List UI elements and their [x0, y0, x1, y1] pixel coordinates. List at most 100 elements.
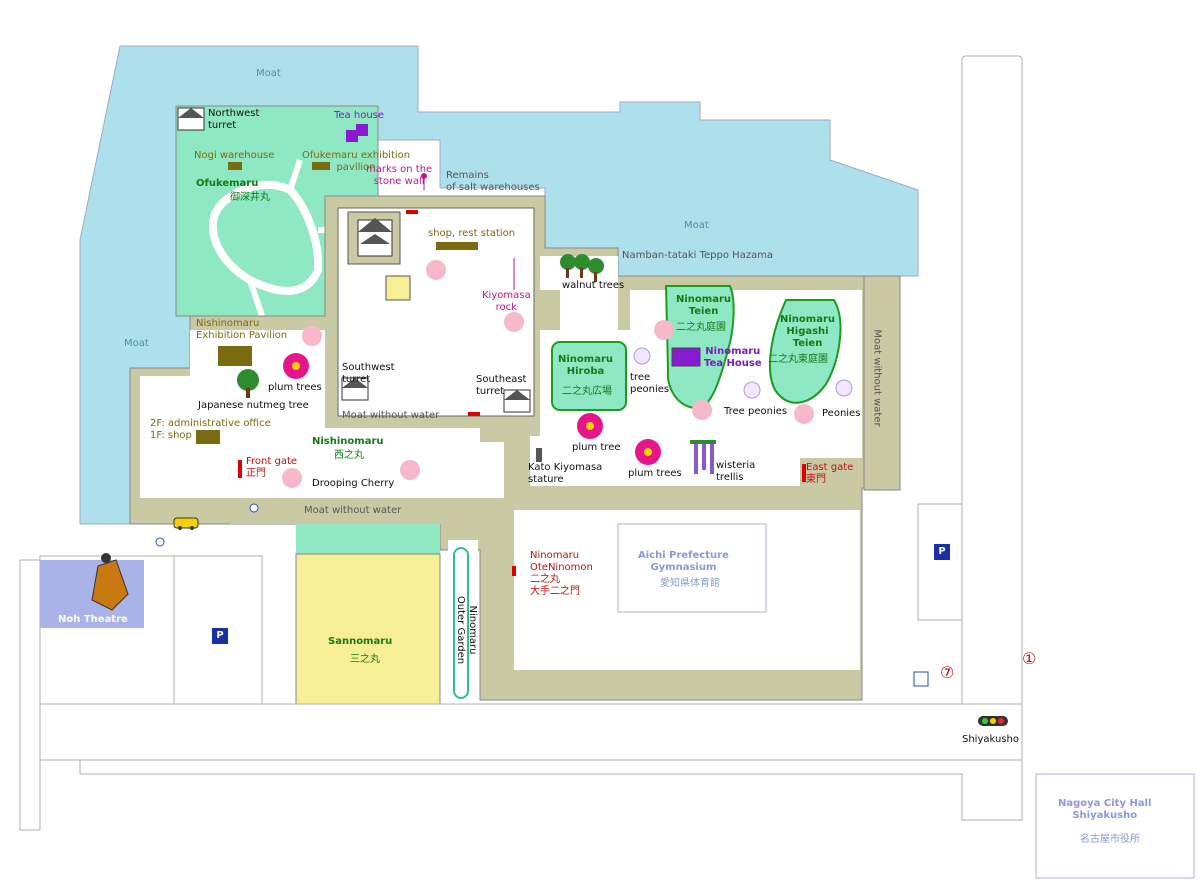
ninomaru-teien-label: Ninomaru Teien — [676, 294, 732, 317]
tree-peonies-1-label: tree peonies — [630, 372, 670, 395]
ofukemaru-pavilion-label: Ofukemaru exhibition pavilion — [302, 150, 411, 173]
east-lot — [917, 503, 963, 621]
ofukemaru-label: Ofukemaru — [196, 178, 259, 189]
ofukemaru-path — [208, 180, 323, 295]
tea-house-label: Tea house — [334, 110, 385, 121]
moat-label-inner: Moat without water — [342, 410, 440, 421]
ninomaru-higashi-jp-label: 二之丸東庭園 — [768, 354, 828, 365]
exit-7-icon[interactable]: ⑦ — [940, 663, 955, 682]
moat-label-ne: Moat — [684, 220, 709, 231]
east-gate-label: East gate — [806, 462, 854, 473]
cherry-blossom-icon-7 — [692, 400, 712, 420]
road-west — [19, 559, 41, 831]
peony-icon-3 — [835, 379, 853, 397]
shop-rest-label: shop, rest station — [428, 228, 516, 239]
parking-icon-west[interactable]: P — [212, 628, 228, 644]
bus-stop-icon-2 — [155, 537, 165, 547]
ninomaru-teahouse-shape — [671, 347, 701, 367]
plum-blossom-icon-2 — [577, 413, 603, 439]
castle-keep-icon — [357, 218, 393, 257]
kato-statue-label: Kato Kiyomasa stature — [528, 462, 603, 485]
city-hall-label[interactable]: Nagoya City Hall Shiyakusho — [1058, 798, 1152, 821]
sannomaru-area — [295, 553, 441, 705]
otoninomon-mark — [512, 566, 516, 576]
southeast-gate-mark — [468, 412, 480, 416]
bus-stop-icon-1 — [249, 503, 259, 513]
northwest-turret-label: Northwest turret — [208, 108, 260, 131]
cherry-blossom-icon-8 — [794, 404, 814, 424]
ninomaru-higashi-teien — [769, 299, 842, 404]
walnut-label: walnut trees — [562, 280, 625, 291]
moat-label-east: Moat without water — [871, 329, 883, 427]
ninomaru-tea-house-label: Ninomaru Tea House — [704, 346, 762, 369]
plum-trees-2-label: plum tree — [572, 442, 621, 453]
wisteria-icon — [690, 440, 716, 474]
moat-label-nw: Moat — [256, 68, 281, 79]
plum-blossom-icon-1 — [283, 353, 309, 379]
walnut-trees-icon — [560, 254, 604, 282]
outer-garden — [453, 547, 469, 699]
nogi-warehouse-shape — [228, 162, 242, 170]
northwest-turret-icon — [177, 107, 205, 131]
road-horizontal-main — [19, 703, 1023, 761]
ofukemaru-pavilion-shape — [312, 162, 330, 170]
road-south — [79, 759, 1023, 821]
sannomaru-top — [296, 524, 440, 554]
subway-sign-icon — [913, 671, 929, 687]
cherry-blossom-icon-1 — [426, 260, 446, 280]
southeast-turret-label: Southeast turret — [476, 374, 527, 397]
sannomaru-jp-label: 三之丸 — [350, 654, 380, 665]
city-hall-jp-label: 名古屋市役所 — [1080, 834, 1140, 845]
front-gate-label: Front gate — [246, 456, 298, 467]
keep-connector — [385, 275, 411, 301]
southwest-turret-icon — [341, 377, 369, 401]
nanban-label: Namban-tataki Teppo Hazama — [622, 250, 774, 261]
traffic-light-icon — [978, 716, 1008, 726]
road-east — [961, 55, 1023, 705]
east-gate-jp-label: 東門 — [806, 474, 826, 485]
nishinomaru-label: Nishinomaru — [312, 436, 384, 447]
nutmeg-tree-icon — [237, 369, 259, 398]
plum-trees-1-label: plum trees — [268, 382, 322, 393]
nutmeg-label: Japanese nutmeg tree — [198, 400, 309, 411]
taxi-icon — [173, 517, 199, 530]
moat-without-water-south — [230, 500, 500, 524]
gym-label: Aichi Prefecture Gymnasium — [638, 550, 729, 573]
southwest-turret-label: Southwest turret — [342, 362, 395, 385]
kiyomasa-rock-label: Kiyomasa rock — [482, 290, 531, 313]
wisteria-label: wisteria trellis — [716, 460, 756, 483]
gymnasium — [617, 523, 767, 613]
ninomaru-hiroba-label: Ninomaru Hiroba — [558, 354, 614, 377]
city-hall-box — [1035, 773, 1195, 879]
moat-without-water-east — [863, 275, 901, 491]
salt-warehouses-label: Remains of salt warehouses — [446, 170, 540, 193]
plum-trees-3-label: plum trees — [628, 468, 682, 479]
nogi-warehouse-label: Nogi warehouse — [194, 150, 275, 161]
moat-label-w: Moat — [124, 338, 149, 349]
kato-statue-icon — [536, 448, 542, 462]
otoninomon-jp-label: 二之丸 大手二之門 — [530, 574, 580, 597]
cherry-blossom-icon-5 — [282, 468, 302, 488]
nishinomaru-pavilion-label: Nishinomaru Exhibition Pavilion — [196, 318, 288, 341]
southeast-turret-icon — [503, 389, 531, 413]
ninomaru-hiroba-jp-label: 二之丸広場 — [562, 386, 612, 397]
cherry-blossom-icon-4 — [400, 460, 420, 480]
peony-icon-1 — [633, 347, 651, 365]
noh-figure-icon — [91, 553, 129, 611]
nishinomaru-jp-label: 西之丸 — [334, 450, 364, 461]
ninomaru-area — [540, 256, 618, 330]
noh-theatre-label[interactable]: Noh Theatre — [58, 614, 128, 625]
otoninomon-label: Ninomaru OteNinomon — [530, 550, 593, 573]
admin-office-shape — [196, 430, 220, 444]
outer-garden-label: Ninomaru Outer Garden — [455, 595, 479, 665]
exit-1-icon[interactable]: ① — [1022, 649, 1037, 668]
stone-marks-label: marks on the stone wall — [366, 164, 433, 187]
cherry-blossom-icon-3 — [504, 312, 524, 332]
south-roads — [140, 488, 504, 498]
parking-icon-east[interactable]: P — [934, 544, 950, 560]
cherry-blossom-icon-2 — [302, 326, 322, 346]
peony-icon-2 — [743, 381, 761, 399]
drooping-cherry-label: Drooping Cherry — [312, 478, 395, 489]
sannomaru-label: Sannomaru — [328, 636, 393, 647]
